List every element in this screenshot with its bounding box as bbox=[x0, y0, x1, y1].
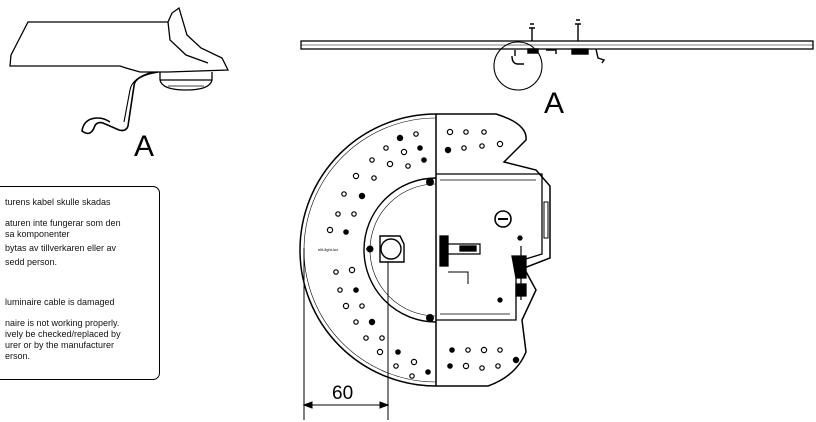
perforation-hole bbox=[326, 226, 334, 234]
warning-en-line-2: naire is not working properly. bbox=[5, 318, 120, 328]
perforation-hole bbox=[413, 131, 419, 137]
perforation-hole bbox=[396, 134, 404, 142]
perforation-hole bbox=[461, 145, 467, 151]
warning-sv-line-2: aturen inte fungerar som den bbox=[5, 218, 121, 228]
perforation-hole bbox=[353, 319, 359, 325]
tiny-print-label: elit-light-lux bbox=[318, 247, 338, 252]
hanging-hook bbox=[81, 71, 159, 135]
dimension-value: 60 bbox=[332, 383, 353, 404]
perforation-hole bbox=[386, 160, 394, 168]
perforation-hole bbox=[337, 287, 343, 293]
rail-mounting-pins bbox=[511, 19, 606, 65]
luminaire-plan-view bbox=[299, 113, 551, 387]
perforation-hole bbox=[400, 148, 408, 156]
perforation-hole bbox=[425, 369, 431, 375]
perforation-hole bbox=[444, 146, 452, 154]
perforation-hole bbox=[446, 128, 454, 136]
perforation-hole bbox=[512, 356, 520, 364]
perforation-hole bbox=[409, 373, 415, 379]
perforation-hole bbox=[447, 363, 453, 369]
perforation-hole bbox=[383, 145, 389, 151]
perforation-hole bbox=[421, 157, 427, 163]
perforation-hole bbox=[352, 172, 360, 180]
perforation-hole bbox=[417, 145, 423, 151]
perforation-hole bbox=[497, 347, 503, 353]
perforation-hole bbox=[363, 335, 369, 341]
detail-label-left: A bbox=[134, 130, 154, 163]
detail-label-right: A bbox=[544, 87, 564, 120]
warning-sv-line-5: sedd person. bbox=[5, 257, 58, 267]
mounting-plate-outline bbox=[436, 113, 551, 387]
perforation-hole bbox=[379, 335, 385, 341]
perforation-hole bbox=[368, 318, 376, 326]
perforation-hole bbox=[351, 211, 357, 217]
fitting-side-view bbox=[9, 6, 230, 135]
perforation-hole bbox=[495, 363, 501, 369]
perforation-hole bbox=[481, 129, 487, 135]
perforation-holes bbox=[326, 128, 520, 379]
warning-en-line-5: erson. bbox=[5, 351, 31, 361]
perforation-hole bbox=[369, 157, 375, 163]
warning-en-line-1: luminaire cable is damaged bbox=[5, 297, 115, 307]
perforation-hole bbox=[393, 363, 399, 369]
fitting-housing-outline bbox=[9, 6, 230, 73]
perforation-hole bbox=[353, 287, 359, 293]
perforation-hole bbox=[395, 349, 401, 355]
perforation-hole bbox=[496, 140, 504, 148]
fitting-housing-inner-line bbox=[167, 21, 209, 64]
perforation-hole bbox=[479, 365, 485, 371]
perforation-hole bbox=[348, 266, 356, 274]
detail-callout-circle bbox=[493, 41, 543, 91]
perforation-hole bbox=[335, 211, 341, 217]
perforation-hole bbox=[462, 362, 470, 370]
perforation-hole bbox=[410, 358, 418, 366]
perforation-hole bbox=[358, 192, 366, 200]
warning-sv-line-3: sa komponenter bbox=[5, 229, 70, 239]
warning-notice-box: turens kabel skulle skadas aturen inte f… bbox=[0, 186, 160, 380]
warning-en-line-3: ively be checked/replaced by bbox=[5, 329, 121, 339]
perforation-hole bbox=[480, 346, 488, 354]
perforation-hole bbox=[371, 175, 377, 181]
perforation-hole bbox=[449, 347, 455, 353]
perforation-hole bbox=[465, 347, 471, 353]
inner-ring-outline bbox=[363, 177, 437, 323]
perforation-hole bbox=[376, 348, 384, 356]
perforation-hole bbox=[463, 129, 469, 135]
perforation-hole bbox=[342, 302, 350, 310]
sensor-dome bbox=[159, 72, 213, 91]
mounting-rail bbox=[300, 40, 814, 50]
warning-sv-line-1: turens kabel skulle skadas bbox=[5, 197, 111, 207]
perforation-hole bbox=[343, 229, 349, 235]
perforation-hole bbox=[479, 143, 485, 149]
screw-cap bbox=[494, 210, 512, 228]
warning-sv-line-4: bytas av tillverkaren eller av bbox=[5, 243, 117, 253]
driver-housing bbox=[436, 173, 543, 321]
dimension-60 bbox=[302, 248, 390, 420]
perforation-hole bbox=[341, 191, 347, 197]
outer-disc-outline bbox=[299, 113, 437, 387]
warning-en-line-4: urer or by the manufacturer bbox=[5, 340, 115, 350]
perforation-hole bbox=[333, 269, 339, 275]
perforation-hole bbox=[405, 163, 411, 169]
perforation-hole bbox=[359, 303, 365, 309]
